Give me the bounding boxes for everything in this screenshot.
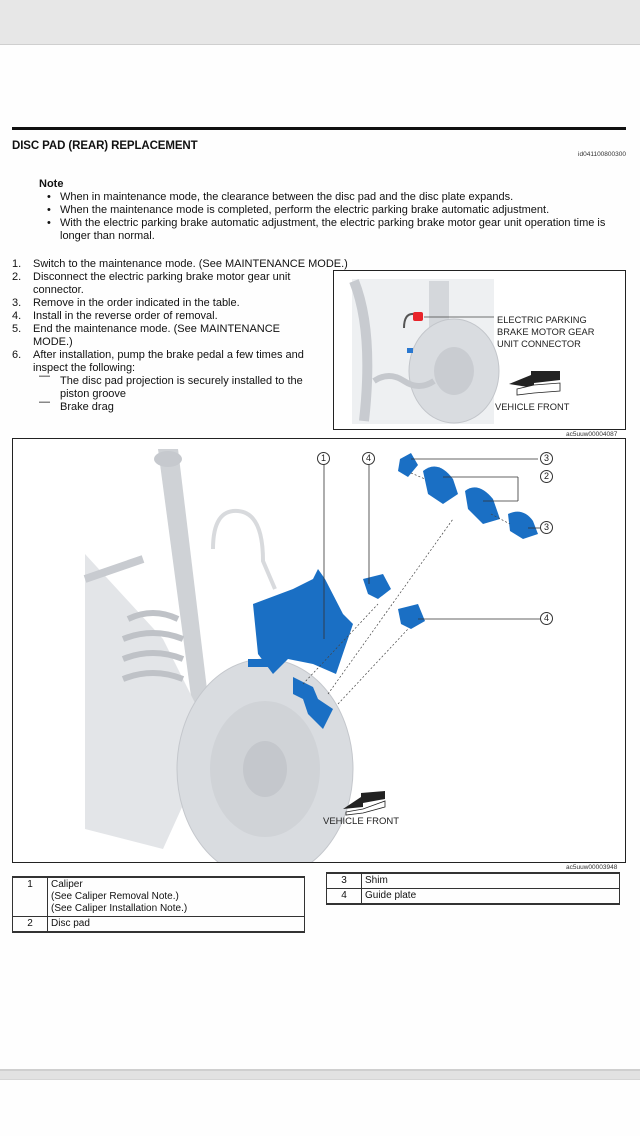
step-number: 4. <box>12 310 22 322</box>
part-name: Disc pad <box>51 918 90 929</box>
shim-inner-shape <box>508 511 538 539</box>
vehicle-front-label: VEHICLE FRONT <box>495 402 570 412</box>
figure-id: ac5uuw00003948 <box>566 864 618 871</box>
step-item: 1. Switch to the maintenance mode. (See M… <box>12 258 348 271</box>
hub-shape <box>243 741 287 797</box>
page-title: DISC PAD (REAR) REPLACEMENT <box>12 140 198 152</box>
document-id: id041100800300 <box>578 151 626 158</box>
step-item: 5. End the maintenance mode. (See MAINTEN… <box>12 323 322 349</box>
guide-plate-lower-shape <box>398 604 425 629</box>
part-number: 4 <box>326 888 362 905</box>
table-row: 1 Caliper (See Caliper Removal Note.) (S… <box>12 876 305 917</box>
vehicle-front-arrow-icon <box>343 791 385 809</box>
guide-plate-upper-shape <box>363 574 391 599</box>
table-row: 3 Shim <box>326 872 620 889</box>
title-rule <box>12 127 626 130</box>
part-number: 1 <box>12 876 48 917</box>
note-list: When in maintenance mode, the clearance … <box>47 191 632 243</box>
callout-4: 4 <box>362 452 375 465</box>
disc-pad-outer-shape <box>423 466 458 504</box>
label-line: ELECTRIC PARKING <box>497 315 587 325</box>
step-number: 2. <box>12 271 22 283</box>
procedure-steps: 1. Switch to the maintenance mode. (See M… <box>12 258 348 414</box>
dash-marker: — <box>39 396 50 408</box>
step-item: 4. Install in the reverse order of remova… <box>12 310 332 323</box>
inspection-list: — The disc pad projection is securely ins… <box>39 370 324 414</box>
inspection-item: — Brake drag <box>39 396 324 414</box>
label-line: UNIT CONNECTOR <box>497 339 581 349</box>
step-number: 3. <box>12 297 22 309</box>
part-description: Disc pad <box>47 916 305 933</box>
viewer-top-bar <box>0 0 640 45</box>
wheel-arch-shape <box>349 279 373 422</box>
part-name: Guide plate <box>365 890 417 901</box>
inspection-item: — The disc pad projection is securely ins… <box>39 370 324 401</box>
step-text: Disconnect the electric parking brake mo… <box>33 271 291 296</box>
sensor-shape <box>407 348 413 353</box>
connector-label: ELECTRIC PARKING BRAKE MOTOR GEAR UNIT C… <box>497 314 594 350</box>
step-item: 3. Remove in the order indicated in the t… <box>12 297 332 310</box>
exploded-illustration <box>83 449 540 862</box>
step-number: 5. <box>12 323 22 335</box>
part-name: Caliper <box>51 879 83 890</box>
shim-outer-shape <box>398 453 418 477</box>
parts-table-right: 3 Shim 4 Guide plate <box>326 872 620 905</box>
vehicle-front-arrow-icon <box>509 371 560 388</box>
label-line: BRAKE MOTOR GEAR <box>497 327 595 337</box>
callout-3: 3 <box>540 452 553 465</box>
note-heading: Note <box>39 178 64 190</box>
step-text: After installation, pump the brake pedal… <box>33 349 304 374</box>
note-item: With the electric parking brake automati… <box>47 217 632 243</box>
part-description: Caliper (See Caliper Removal Note.) (See… <box>47 876 305 917</box>
connector-figure: ELECTRIC PARKING BRAKE MOTOR GEAR UNIT C… <box>333 270 626 430</box>
step-item: 2. Disconnect the electric parking brake … <box>12 271 312 297</box>
vehicle-front-label: VEHICLE FRONT <box>323 816 400 827</box>
callout-2: 2 <box>540 470 553 483</box>
part-note-link[interactable]: (See Caliper Installation Note.) <box>51 903 188 914</box>
shock-absorber-shape <box>158 449 213 749</box>
part-description: Guide plate <box>361 888 620 905</box>
step-text: Install in the reverse order of removal. <box>33 310 218 322</box>
table-row: 2 Disc pad <box>12 916 305 933</box>
caliper-bracket-shape <box>293 677 333 729</box>
step-item: 6. After installation, pump the brake ped… <box>12 349 322 414</box>
disc-pad-inner-shape <box>465 487 500 524</box>
connector-illustration <box>349 279 561 424</box>
callout-3: 3 <box>540 521 553 534</box>
callout-4: 4 <box>540 612 553 625</box>
parts-table-left: 1 Caliper (See Caliper Removal Note.) (S… <box>12 876 305 933</box>
inspection-text: The disc pad projection is securely inst… <box>60 375 303 400</box>
part-description: Shim <box>361 872 620 889</box>
coil-spring-shape <box>121 610 185 682</box>
viewer-bottom-bar <box>0 1069 640 1080</box>
step-text: Switch to the maintenance mode. (See MAI… <box>33 258 348 270</box>
step-number: 1. <box>12 258 22 270</box>
table-row: 4 Guide plate <box>326 888 620 905</box>
spring-shape <box>372 373 436 389</box>
part-number: 3 <box>326 872 362 889</box>
part-note-link[interactable]: (See Caliper Removal Note.) <box>51 891 179 902</box>
callout-1: 1 <box>317 452 330 465</box>
inspection-text: Brake drag <box>60 401 114 413</box>
note-item: When in maintenance mode, the clearance … <box>47 191 632 204</box>
step-text: End the maintenance mode. (See MAINTENAN… <box>33 323 281 348</box>
brake-hose-shape <box>211 508 277 590</box>
exploded-view-figure: 1 4 3 2 3 4 VEHICLE FRONT <box>12 438 626 863</box>
figure-id: ac5uuw00004087 <box>566 431 618 438</box>
dash-marker: — <box>39 370 50 382</box>
connector-highlight-icon <box>413 312 423 321</box>
hub-shape <box>434 347 474 395</box>
part-number: 2 <box>12 916 48 933</box>
part-name: Shim <box>365 875 388 886</box>
note-item: When the maintenance mode is completed, … <box>47 204 632 217</box>
step-text: Remove in the order indicated in the tab… <box>33 297 240 309</box>
caliper-shape <box>253 569 353 674</box>
step-number: 6. <box>12 349 22 361</box>
